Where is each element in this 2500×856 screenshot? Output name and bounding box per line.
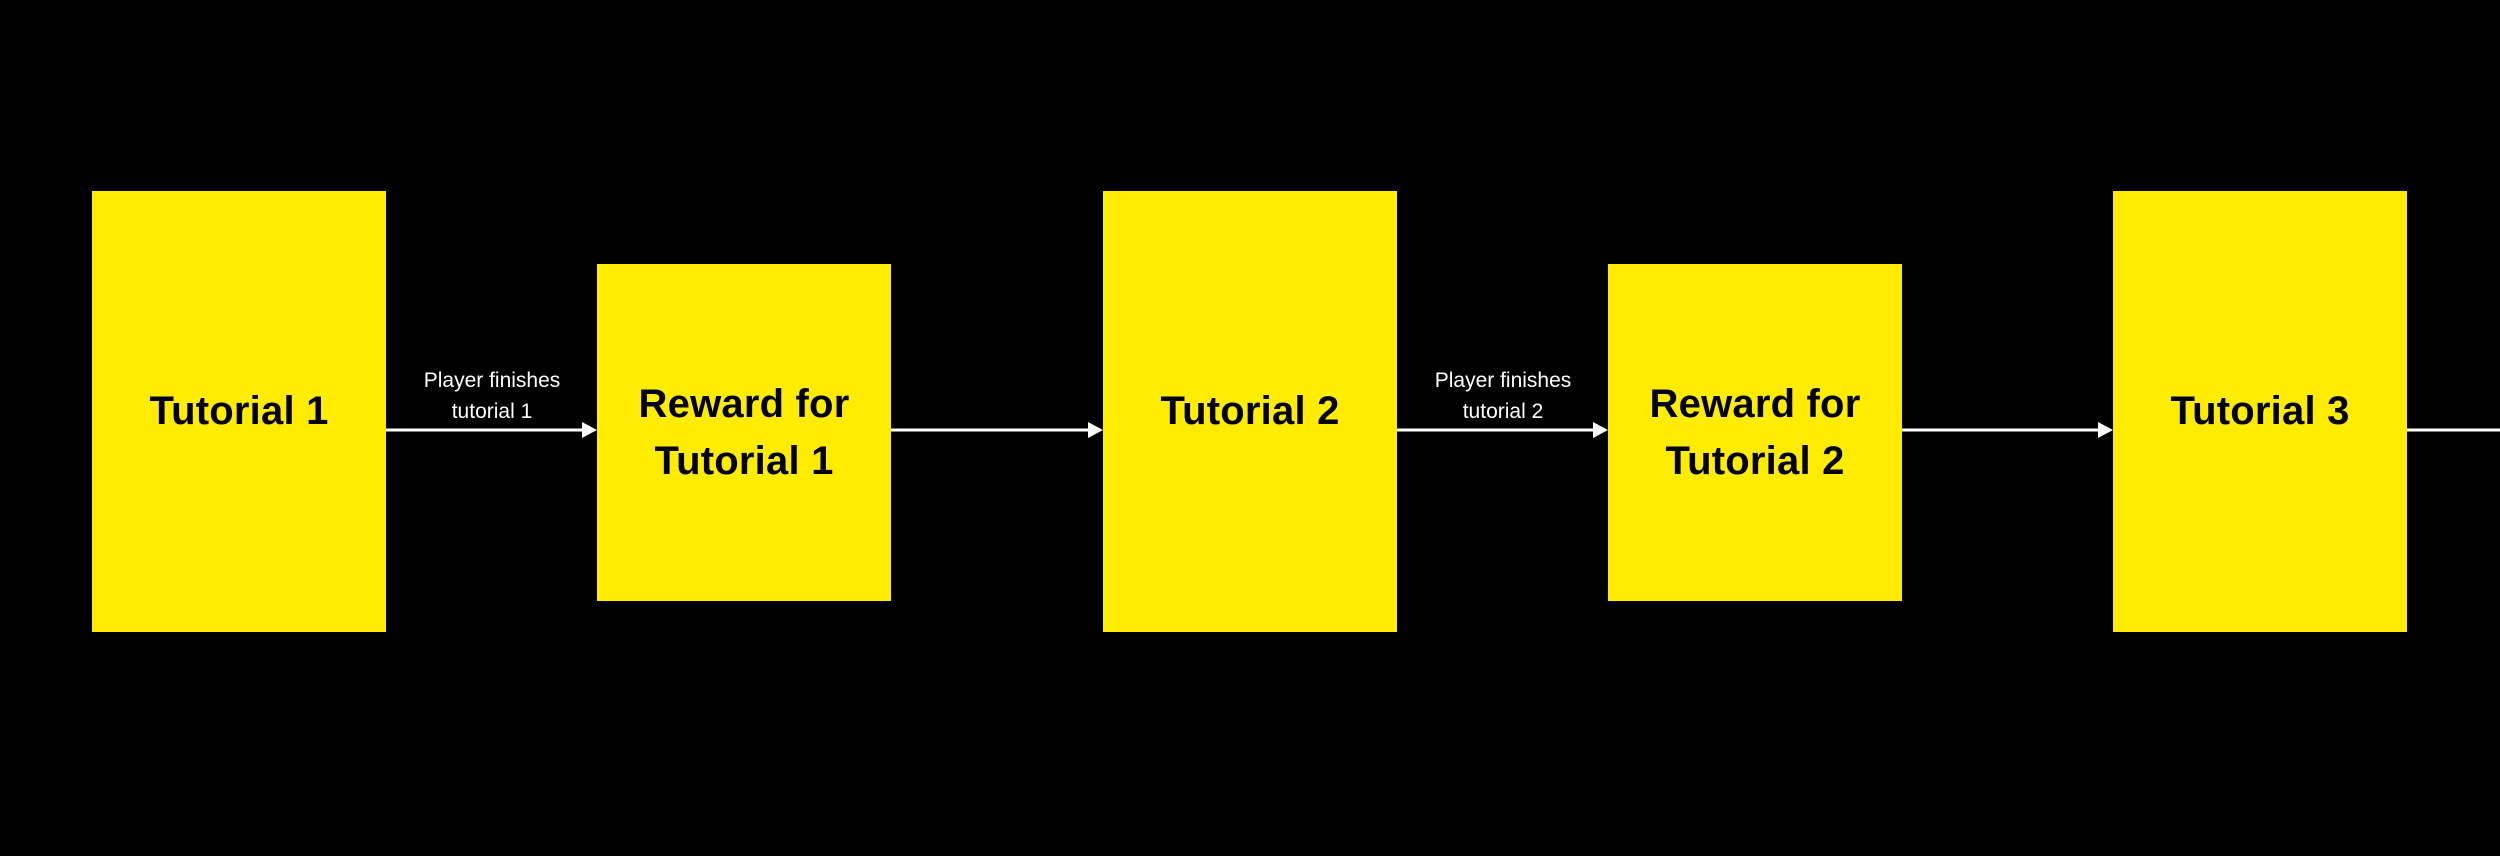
node-label-line: Tutorial 2 xyxy=(1665,438,1845,483)
node-label-line: Reward for xyxy=(1649,381,1861,426)
node-label-line: Tutorial 1 xyxy=(149,389,329,433)
node-label-line: Tutorial 3 xyxy=(2170,389,2350,433)
edge-label-line: tutorial 1 xyxy=(451,400,533,423)
node-label: Tutorial 1 xyxy=(149,383,328,440)
edge-label-tutorial-1: Player finishes tutorial 1 xyxy=(387,365,597,427)
node-label: Reward for Tutorial 1 xyxy=(639,376,850,490)
node-reward-for-tutorial-2: Reward for Tutorial 2 xyxy=(1608,264,1902,601)
node-label-line: Tutorial 2 xyxy=(1160,389,1340,433)
node-label: Tutorial 3 xyxy=(2170,383,2349,440)
edge-reward-2-to-tutorial-3 xyxy=(1902,422,2113,438)
node-tutorial-3: Tutorial 3 xyxy=(2113,191,2407,632)
node-tutorial-2: Tutorial 2 xyxy=(1103,191,1397,632)
edge-tutorial-1-to-reward-1 xyxy=(386,422,597,438)
node-label-line: Tutorial 1 xyxy=(654,438,834,483)
edge-reward-1-to-tutorial-2 xyxy=(891,422,1103,438)
node-label: Tutorial 2 xyxy=(1160,383,1339,440)
edge-label-line: tutorial 2 xyxy=(1462,400,1544,423)
node-tutorial-1: Tutorial 1 xyxy=(92,191,386,632)
edge-label-tutorial-2: Player finishes tutorial 2 xyxy=(1398,365,1608,427)
node-label-line: Reward for xyxy=(638,381,850,426)
edge-label-line: Player finishes xyxy=(1434,369,1572,392)
node-reward-for-tutorial-1: Reward for Tutorial 1 xyxy=(597,264,891,601)
edge-tutorial-2-to-reward-2 xyxy=(1397,422,1608,438)
node-label: Reward for Tutorial 2 xyxy=(1650,376,1861,490)
edge-label-line: Player finishes xyxy=(423,369,561,392)
